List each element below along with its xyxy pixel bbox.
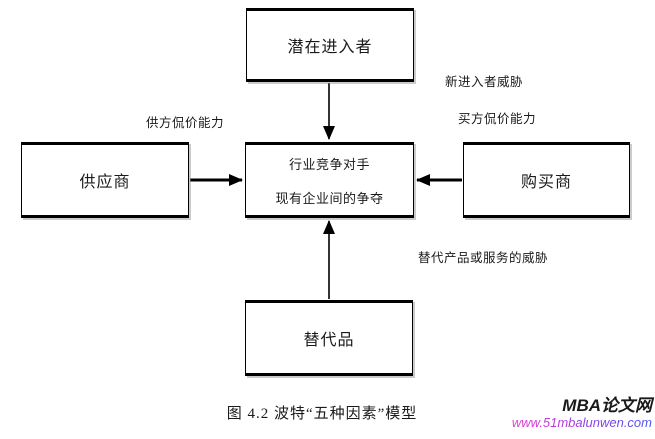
node-potential-entrants: 潜在进入者 (246, 8, 414, 82)
watermark-site-url: www.51mbalunwen.com (511, 414, 652, 430)
node-suppliers: 供应商 (21, 142, 189, 218)
node-substitutes-label: 替代品 (303, 332, 355, 349)
edge-label-substitute-threat: 替代产品或服务的威胁 (418, 251, 549, 265)
node-buyers: 购买商 (463, 142, 630, 218)
node-industry-rivalry: 行业竞争对手 现有企业间的争夺 (245, 142, 414, 218)
watermark-site-name: MBA论文网 (562, 396, 652, 415)
edge-label-supplier-bargaining-power: 供方侃价能力 (146, 116, 225, 130)
edge-label-buyer-bargaining-power: 买方侃价能力 (458, 112, 537, 126)
watermark: MBA论文网 www.51mbalunwen.com (511, 396, 652, 430)
node-substitutes: 替代品 (245, 300, 413, 376)
edge-label-new-entrant-threat: 新进入者威胁 (445, 75, 524, 89)
node-buyers-label: 购买商 (520, 174, 572, 191)
node-suppliers-label: 供应商 (79, 174, 131, 191)
node-potential-entrants-label: 潜在进入者 (287, 39, 373, 56)
node-industry-rivalry-line1: 行业竞争对手 (288, 156, 370, 172)
figure-caption: 图 4.2 波特“五种因素”模型 (226, 406, 418, 422)
node-industry-rivalry-line2: 现有企业间的争夺 (275, 190, 384, 206)
